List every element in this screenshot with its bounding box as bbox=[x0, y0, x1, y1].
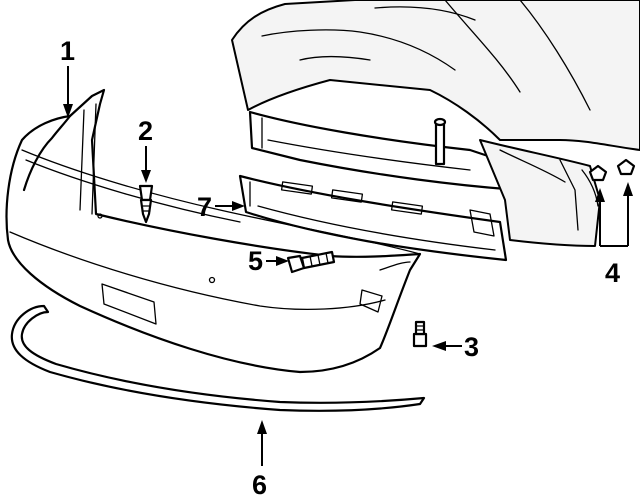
screw-fastener bbox=[412, 320, 428, 348]
arrow-icon bbox=[276, 256, 289, 266]
arrow-icon bbox=[623, 182, 633, 196]
arrow-icon bbox=[595, 188, 605, 202]
arrow-icon bbox=[432, 341, 446, 351]
callout-7: 7 bbox=[197, 192, 245, 222]
callout-number-7: 7 bbox=[197, 192, 212, 222]
callout-1: 1 bbox=[60, 36, 75, 118]
callout-6: 6 bbox=[252, 420, 267, 499]
mounting-bolt bbox=[286, 250, 336, 274]
callout-number-4: 4 bbox=[605, 258, 620, 288]
callout-2: 2 bbox=[138, 116, 153, 183]
arrow-icon bbox=[141, 170, 151, 183]
callout-number-1: 1 bbox=[60, 36, 75, 66]
vehicle-rear-body bbox=[231, 0, 640, 247]
callout-5: 5 bbox=[248, 246, 289, 276]
callout-number-2: 2 bbox=[138, 116, 153, 146]
bumper-cover bbox=[5, 88, 422, 374]
callout-number-5: 5 bbox=[248, 246, 263, 276]
callout-3: 3 bbox=[432, 332, 479, 362]
energy-absorber bbox=[238, 174, 508, 262]
arrow-icon bbox=[63, 104, 73, 118]
arrow-icon bbox=[257, 420, 267, 434]
retainer-clip bbox=[138, 184, 154, 224]
callout-number-3: 3 bbox=[464, 332, 479, 362]
callout-number-6: 6 bbox=[252, 470, 267, 499]
arrow-icon bbox=[232, 201, 245, 211]
callout-4: 4 bbox=[595, 182, 633, 288]
bumper-molding-strip bbox=[10, 304, 426, 412]
